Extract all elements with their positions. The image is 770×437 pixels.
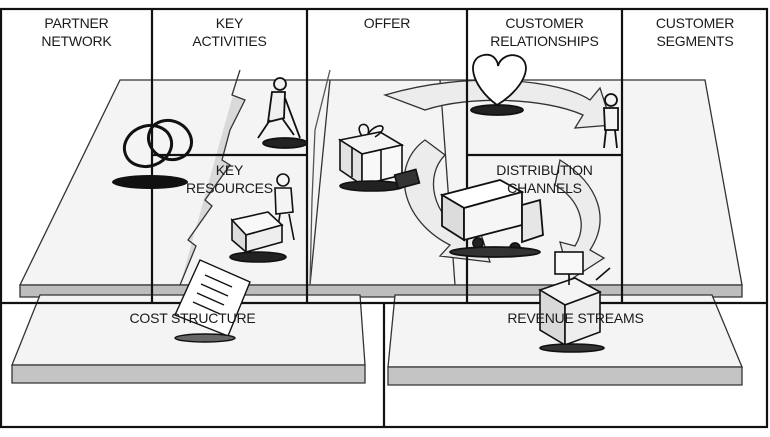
- cost-structure-label: COST STRUCTURE: [129, 310, 256, 326]
- invoice-paper-icon: [174, 259, 251, 343]
- heart-icon: [470, 53, 527, 116]
- gift-box-icon: [337, 123, 421, 192]
- customer-figure-icon: [603, 93, 619, 149]
- partner-network-label: PARTNER NETWORK: [41, 15, 112, 49]
- worker-with-cart-icon: [229, 173, 295, 263]
- customer-relationships-label: CUSTOMER RELATIONSHIPS: [490, 15, 599, 49]
- delivery-truck-icon: [439, 179, 544, 258]
- cash-register-icon: [538, 251, 611, 353]
- key-resources-label: KEY RESOURCES: [186, 162, 273, 196]
- offer-label: OFFER: [363, 15, 411, 31]
- worker-digging-icon: [257, 77, 308, 149]
- distribution-channels-label: DISTRIBUTION CHANNELS: [496, 162, 593, 196]
- revenue-streams-label: REVENUE STREAMS: [507, 310, 644, 326]
- customer-segments-label: CUSTOMER SEGMENTS: [655, 15, 735, 49]
- rings-icon: [112, 118, 193, 189]
- key-activities-label: KEY ACTIVITIES: [192, 15, 267, 49]
